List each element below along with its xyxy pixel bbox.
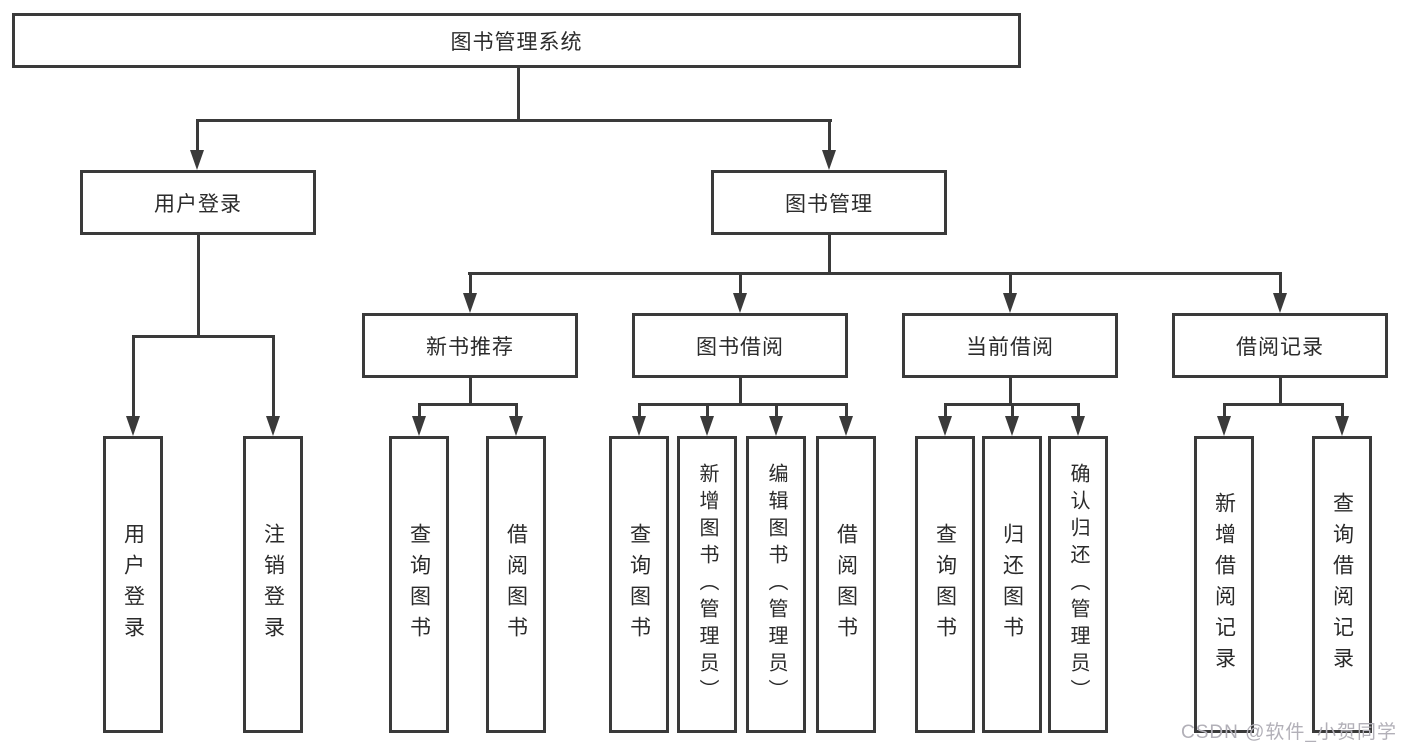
node-logout-leaf: 注销登录 xyxy=(243,436,303,733)
connector-user-login-drop xyxy=(196,119,199,150)
node-bb-borrow-book-label: 借阅图书 xyxy=(834,522,858,647)
node-bb-query-book: 查询图书 xyxy=(609,436,669,733)
connector-bb-branch xyxy=(638,403,848,406)
connector-book-mgmt-drop xyxy=(828,119,831,150)
node-new-book-rec: 新书推荐 xyxy=(362,313,578,378)
node-borrow-record: 借阅记录 xyxy=(1172,313,1388,378)
connector-record-drop xyxy=(1279,272,1282,295)
node-logout-leaf-label: 注销登录 xyxy=(261,522,285,647)
arrowhead-user-login xyxy=(190,150,204,170)
node-rec-borrow-book: 借阅图书 xyxy=(486,436,546,733)
node-book-mgmt-label: 图书管理 xyxy=(785,192,873,216)
connector-mgmt-stem xyxy=(828,235,831,274)
connector-level2-branch xyxy=(196,119,832,122)
arrowhead-bb-leaf-4 xyxy=(839,416,853,436)
node-cb-confirm-return: 确认归还（管理员） xyxy=(1048,436,1108,733)
node-book-borrow: 图书借阅 xyxy=(632,313,848,378)
connector-login-branch xyxy=(132,335,275,338)
node-cb-confirm-return-label: 确认归还（管理员） xyxy=(1067,463,1089,706)
arrowhead-cb-leaf-3 xyxy=(1071,416,1085,436)
arrowhead-book-borrow xyxy=(733,293,747,313)
node-book-mgmt: 图书管理 xyxy=(711,170,947,235)
arrowhead-cb-leaf-1 xyxy=(938,416,952,436)
node-user-login-label: 用户登录 xyxy=(154,192,242,216)
node-cb-query-book: 查询图书 xyxy=(915,436,975,733)
node-current-borrow-label: 当前借阅 xyxy=(966,335,1054,359)
connector-cb-drop-3 xyxy=(1077,403,1080,418)
arrowhead-rec-leaf-1 xyxy=(412,416,426,436)
node-br-add-record-label: 新增借阅记录 xyxy=(1212,491,1236,678)
node-user-login-leaf-label: 用户登录 xyxy=(121,522,145,647)
node-bb-edit-book-label: 编辑图书（管理员） xyxy=(765,463,787,706)
connector-cb-drop-1 xyxy=(944,403,947,418)
node-rec-query-book: 查询图书 xyxy=(389,436,449,733)
node-cb-return-book-label: 归还图书 xyxy=(1000,522,1024,647)
arrowhead-current-borrow xyxy=(1003,293,1017,313)
connector-current-drop xyxy=(1009,272,1012,295)
node-br-query-record-label: 查询借阅记录 xyxy=(1330,491,1354,678)
connector-bb-stem xyxy=(739,378,742,405)
connector-br-stem xyxy=(1279,378,1282,405)
node-root-label: 图书管理系统 xyxy=(450,30,583,54)
node-user-login-leaf: 用户登录 xyxy=(103,436,163,733)
arrowhead-rec-leaf-2 xyxy=(509,416,523,436)
node-current-borrow: 当前借阅 xyxy=(902,313,1118,378)
connector-level3-branch xyxy=(468,272,1282,275)
connector-rec-branch xyxy=(418,403,518,406)
connector-br-branch xyxy=(1223,403,1344,406)
connector-bb-drop-4 xyxy=(845,403,848,418)
node-br-query-record: 查询借阅记录 xyxy=(1312,436,1372,733)
connector-rec-drop-2 xyxy=(515,403,518,418)
arrowhead-br-leaf-2 xyxy=(1335,416,1349,436)
connector-bb-drop-2 xyxy=(706,403,709,418)
connector-root-stem xyxy=(517,68,520,119)
node-book-borrow-label: 图书借阅 xyxy=(696,335,784,359)
arrowhead-book-mgmt xyxy=(822,150,836,170)
connector-cb-stem xyxy=(1009,378,1012,405)
connector-login-stem xyxy=(197,235,200,337)
connector-borrow-drop xyxy=(739,272,742,295)
connector-rec-drop-1 xyxy=(418,403,421,418)
node-bb-edit-book: 编辑图书（管理员） xyxy=(746,436,806,733)
node-bb-query-book-label: 查询图书 xyxy=(627,522,651,647)
connector-bb-drop-1 xyxy=(638,403,641,418)
node-bb-add-book-label: 新增图书（管理员） xyxy=(696,463,718,706)
node-bb-add-book: 新增图书（管理员） xyxy=(677,436,737,733)
arrowhead-br-leaf-1 xyxy=(1217,416,1231,436)
connector-login-drop-2 xyxy=(272,335,275,416)
node-root: 图书管理系统 xyxy=(12,13,1021,68)
arrowhead-bb-leaf-2 xyxy=(700,416,714,436)
connector-cb-drop-2 xyxy=(1011,403,1014,418)
node-user-login: 用户登录 xyxy=(80,170,316,235)
arrowhead-login-leaf-1 xyxy=(126,416,140,436)
arrowhead-borrow-record xyxy=(1273,293,1287,313)
arrowhead-cb-leaf-2 xyxy=(1005,416,1019,436)
connector-bb-drop-3 xyxy=(775,403,778,418)
csdn-watermark: CSDN @软件_小贺同学 xyxy=(1181,722,1397,743)
arrowhead-bb-leaf-1 xyxy=(632,416,646,436)
node-rec-borrow-book-label: 借阅图书 xyxy=(504,522,528,647)
node-bb-borrow-book: 借阅图书 xyxy=(816,436,876,733)
connector-login-drop-1 xyxy=(132,335,135,416)
connector-br-drop-1 xyxy=(1223,403,1226,418)
node-borrow-record-label: 借阅记录 xyxy=(1236,335,1324,359)
connector-br-drop-2 xyxy=(1341,403,1344,418)
connector-rec-drop xyxy=(469,272,472,295)
node-cb-return-book: 归还图书 xyxy=(982,436,1042,733)
node-rec-query-book-label: 查询图书 xyxy=(407,522,431,647)
arrowhead-login-leaf-2 xyxy=(266,416,280,436)
arrowhead-new-book-rec xyxy=(463,293,477,313)
node-cb-query-book-label: 查询图书 xyxy=(933,522,957,647)
connector-rec-stem xyxy=(469,378,472,405)
node-br-add-record: 新增借阅记录 xyxy=(1194,436,1254,733)
node-new-book-rec-label: 新书推荐 xyxy=(426,335,514,359)
arrowhead-bb-leaf-3 xyxy=(769,416,783,436)
